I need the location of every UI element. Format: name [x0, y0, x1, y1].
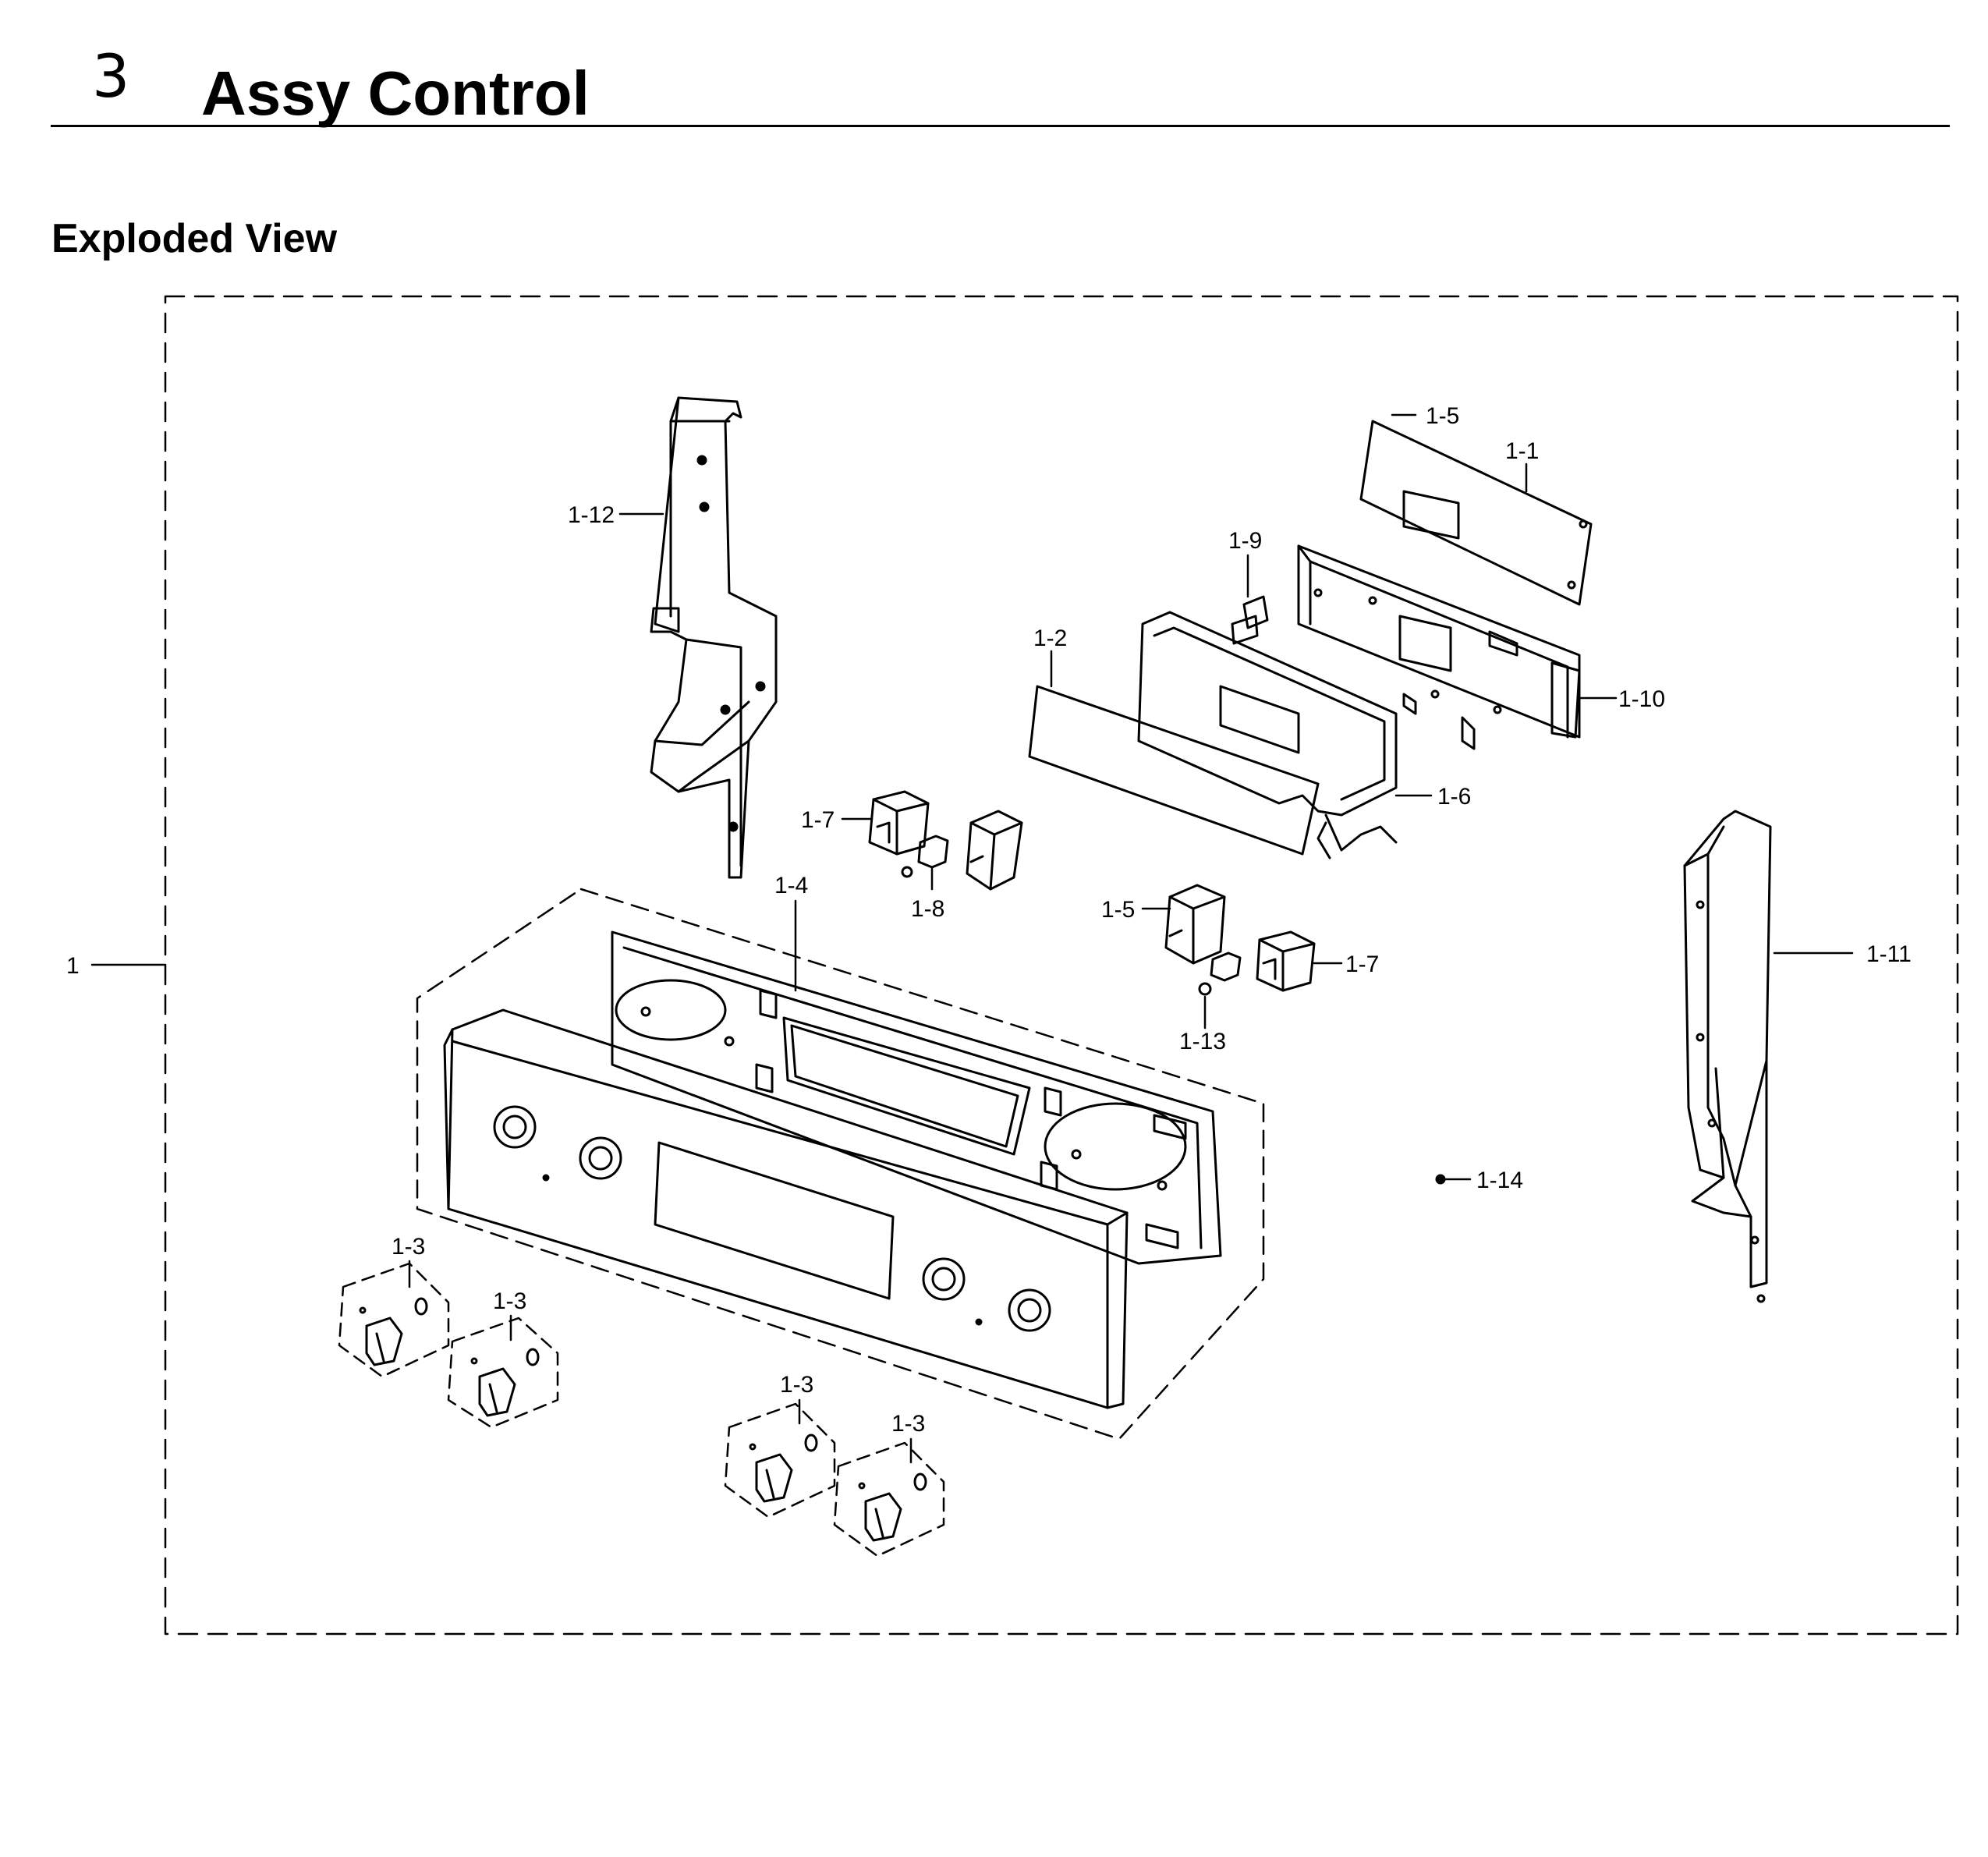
label-assembly: 1 [66, 953, 80, 979]
window-panel [1028, 685, 1320, 856]
label-side-left: 1-12 [568, 502, 615, 528]
label-knob-4: 1-3 [891, 1411, 925, 1437]
control-panel [443, 1008, 1129, 1409]
screw [1198, 982, 1212, 996]
frame-dashed-boundary [416, 888, 1265, 1441]
knob-2 [447, 1317, 559, 1429]
knob-1 [338, 1262, 450, 1378]
label-holder: 1-9 [1228, 528, 1262, 554]
knob-4 [833, 1441, 945, 1558]
frame [611, 930, 1222, 1265]
label-screw: 1-13 [1179, 1029, 1226, 1054]
label-side-right: 1-11 [1866, 941, 1912, 967]
knob-3 [724, 1402, 836, 1519]
label-switch-lower: 1-5 [1101, 897, 1135, 923]
label-knob-1: 1-3 [392, 1234, 425, 1260]
label-knob-3: 1-3 [780, 1372, 813, 1398]
side-bracket-right [1683, 810, 1772, 1303]
label-valve-right: 1-7 [1345, 952, 1379, 977]
clip [901, 835, 949, 878]
holder [1231, 595, 1269, 645]
clip-lower [1210, 952, 1242, 982]
label-switch-top: 1-5 [1426, 403, 1459, 429]
label-pcb-bracket: 1-10 [1618, 686, 1665, 712]
pcb-bracket [1297, 544, 1581, 750]
switch-top [966, 810, 1023, 891]
label-window: 1-2 [1033, 625, 1067, 651]
label-knob-2: 1-3 [493, 1288, 526, 1314]
label-clip: 1-8 [911, 896, 944, 922]
bracket-wire [1137, 611, 1398, 859]
label-screw-small: 1-14 [1476, 1168, 1523, 1193]
label-valve-left: 1-7 [801, 807, 835, 833]
switch-lower [1164, 884, 1226, 965]
valve-right [1256, 930, 1316, 992]
section-number: 3 [92, 41, 130, 111]
pcb-board [1359, 420, 1593, 606]
label-bracket-wire: 1-6 [1437, 784, 1471, 810]
side-bracket-left [650, 396, 778, 879]
label-pcb: 1-1 [1505, 438, 1539, 464]
label-frame: 1-4 [774, 873, 808, 898]
section-title: Assy Control [201, 58, 590, 128]
subtitle: Exploded View [51, 216, 338, 261]
title-rule [51, 125, 1950, 127]
assembly-boundary [164, 295, 1959, 1636]
valve-left [868, 790, 930, 856]
